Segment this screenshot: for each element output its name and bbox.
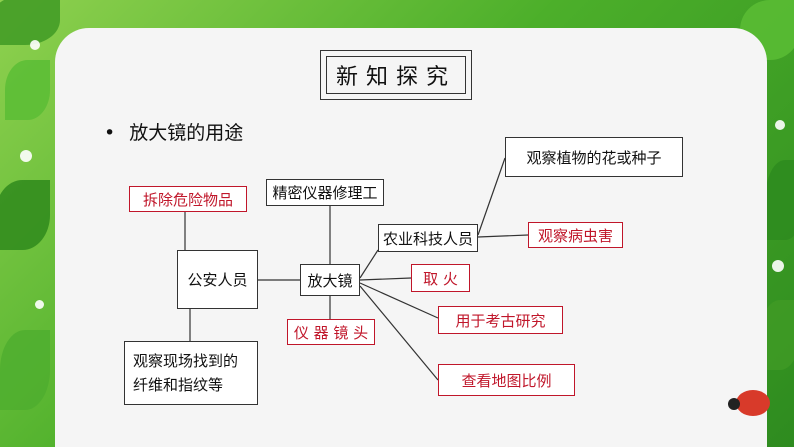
leaf-decoration [0, 180, 50, 250]
title-frame: 新知探究 [320, 50, 472, 100]
flower-decoration [772, 260, 784, 272]
node-dangerous-items: 拆除危险物品 [129, 186, 247, 212]
node-evidence-line1: 观察现场找到的 [133, 352, 239, 370]
flower-decoration [775, 120, 785, 130]
flower-decoration [20, 150, 32, 162]
node-magnifier-center: 放大镜 [300, 264, 360, 296]
leaf-decoration [765, 160, 794, 240]
flower-decoration [35, 300, 44, 309]
node-instrument-lens: 仪 器 镜 头 [287, 319, 375, 345]
connector-agri-pests [477, 234, 529, 238]
connector-center-fire [359, 277, 412, 281]
node-agri-tech: 农业科技人员 [378, 224, 478, 252]
connector-center-agri [359, 249, 379, 279]
node-map-scale: 查看地图比例 [438, 364, 575, 396]
bullet-text: 放大镜的用途 [129, 122, 244, 144]
connector-center-map [359, 285, 439, 381]
bullet-mark: • [104, 122, 116, 144]
node-observe-pests: 观察病虫害 [528, 222, 623, 248]
node-police: 公安人员 [177, 250, 258, 309]
flower-decoration [30, 40, 40, 50]
page-title: 新知探究 [326, 56, 466, 94]
leaf-decoration [5, 60, 50, 120]
node-observe-flowers: 观察植物的花或种子 [505, 137, 683, 177]
leaf-decoration [0, 330, 50, 410]
node-make-fire: 取 火 [411, 264, 470, 292]
connector-agri-flowers [477, 157, 506, 236]
node-evidence-line2: 纤维和指纹等 [133, 376, 224, 394]
node-precision-repair: 精密仪器修理工 [266, 179, 384, 206]
bullet-heading: • 放大镜的用途 [104, 118, 243, 145]
ladybug-icon [736, 390, 770, 416]
connector-center-archaeology [359, 282, 439, 319]
node-archaeology: 用于考古研究 [438, 306, 563, 334]
ladybug-head-icon [728, 398, 740, 410]
node-evidence: 观察现场找到的 纤维和指纹等 [124, 341, 258, 405]
